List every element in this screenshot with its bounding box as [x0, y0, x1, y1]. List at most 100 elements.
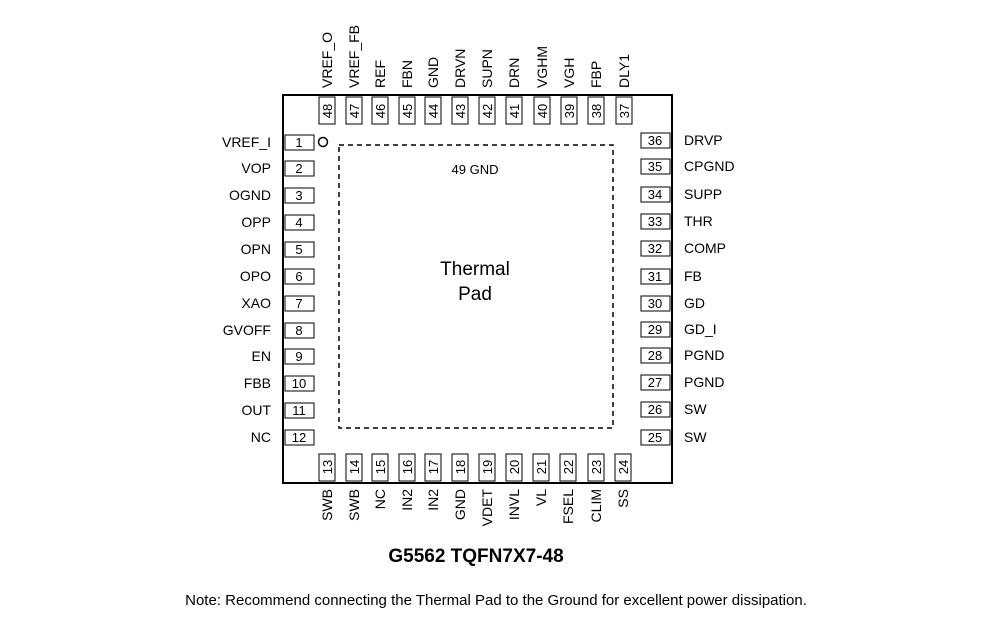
pin-box-37 [615, 96, 633, 125]
pins-left-group: 1VREF_I2VOP3OGND4OPP5OPN6OPO7XAO8GVOFF9E… [222, 134, 315, 446]
pin-box-22 [559, 453, 577, 482]
pin-box-9 [284, 348, 315, 365]
pin-box-35 [640, 158, 671, 175]
pin-label-38: FBP [588, 61, 604, 88]
pin-label-21: VL [533, 489, 549, 506]
pin-box-18 [451, 453, 469, 482]
pin-number-17: 17 [426, 460, 441, 474]
pin-number-32: 32 [648, 241, 662, 256]
pin-label-16: IN2 [399, 489, 415, 511]
thermal-pad-label-line1: Thermal [440, 259, 510, 280]
pin-label-40: VGHM [534, 46, 550, 88]
pin-label-12: NC [251, 429, 271, 445]
pin-box-25 [640, 429, 671, 446]
pins-bottom-group: 13SWB14SWB15NC16IN217IN218GND19VDET20INV… [318, 453, 632, 526]
pin-box-15 [371, 453, 389, 482]
pin-number-8: 8 [295, 323, 302, 338]
pin-label-28: PGND [684, 347, 724, 363]
pin-box-36 [640, 132, 671, 149]
thermal-pad-gnd-label: 49 GND [452, 162, 499, 177]
pin-box-14 [345, 453, 363, 482]
pin-box-1 [284, 134, 315, 151]
pin-number-4: 4 [295, 215, 302, 230]
pin-box-2 [284, 160, 315, 177]
thermal-pad-label-line2: Pad [458, 284, 492, 305]
pin-box-20 [505, 453, 523, 482]
pin-label-33: THR [684, 213, 713, 229]
pin-number-13: 13 [320, 460, 335, 474]
pin-label-17: IN2 [425, 489, 441, 511]
pin-label-43: DRVN [452, 49, 468, 88]
pin-number-7: 7 [295, 296, 302, 311]
pin-box-17 [424, 453, 442, 482]
pin-box-26 [640, 401, 671, 418]
pin-label-37: DLY1 [616, 54, 632, 88]
pin-box-47 [345, 96, 363, 125]
pin-box-30 [640, 295, 671, 312]
pin-label-34: SUPP [684, 186, 722, 202]
pin-label-9: EN [252, 348, 271, 364]
pin-box-12 [284, 429, 315, 446]
pin-number-40: 40 [535, 104, 550, 118]
pin-number-34: 34 [648, 187, 662, 202]
pin-label-15: NC [372, 489, 388, 509]
pin-box-28 [640, 347, 671, 364]
pin-box-38 [587, 96, 605, 125]
pin-box-7 [284, 295, 315, 312]
pin-number-19: 19 [480, 460, 495, 474]
pin-number-16: 16 [400, 460, 415, 474]
pin-label-24: SS [615, 489, 631, 508]
pin-box-5 [284, 241, 315, 258]
package-outline [282, 94, 673, 484]
pin-box-23 [587, 453, 605, 482]
pin-box-21 [532, 453, 550, 482]
pin-box-39 [560, 96, 578, 125]
pin-label-45: FBN [399, 60, 415, 88]
pin-box-43 [451, 96, 469, 125]
note-text: Note: Recommend connecting the Thermal P… [185, 592, 807, 609]
pin-box-6 [284, 268, 315, 285]
pin-label-44: GND [425, 57, 441, 88]
pin-label-36: DRVP [684, 132, 723, 148]
pin-box-16 [398, 453, 416, 482]
pin-box-46 [371, 96, 389, 125]
pin-number-36: 36 [648, 133, 662, 148]
pin-label-20: INVL [506, 489, 522, 520]
package-title: G5562 TQFN7X7-48 [388, 546, 563, 567]
pin-label-46: REF [372, 60, 388, 88]
pin-number-46: 46 [373, 104, 388, 118]
pin-label-27: PGND [684, 374, 724, 390]
pin-label-26: SW [684, 401, 707, 417]
pin-box-32 [640, 240, 671, 257]
pin-box-10 [284, 375, 315, 392]
pin-box-19 [478, 453, 496, 482]
pin-label-22: FSEL [560, 489, 576, 524]
thermal-pad-outline [338, 144, 614, 429]
pin-number-43: 43 [453, 104, 468, 118]
pin-number-12: 12 [292, 430, 306, 445]
pin-number-31: 31 [648, 269, 662, 284]
pin-box-13 [318, 453, 336, 482]
pin-number-47: 47 [347, 104, 362, 118]
pin-label-5: OPN [241, 241, 271, 257]
pin-label-42: SUPN [479, 49, 495, 88]
pin-box-34 [640, 186, 671, 203]
pin-label-13: SWB [319, 489, 335, 521]
pin-box-24 [614, 453, 632, 482]
pin-box-41 [505, 96, 523, 125]
pin-number-37: 37 [617, 104, 632, 118]
pins-top-group: 37DLY138FBP39VGH40VGHM41DRN42SUPN43DRVN4… [318, 25, 633, 125]
pin-number-25: 25 [648, 430, 662, 445]
pin-box-31 [640, 268, 671, 285]
pin-box-45 [398, 96, 416, 125]
pin-number-38: 38 [589, 104, 604, 118]
pin-number-24: 24 [616, 460, 631, 474]
pin-box-42 [478, 96, 496, 125]
pin-label-23: CLIM [588, 489, 604, 522]
pin-number-28: 28 [648, 348, 662, 363]
pin-box-29 [640, 321, 671, 338]
pin-box-44 [424, 96, 442, 125]
pin-label-7: XAO [241, 295, 271, 311]
pin-label-6: OPO [240, 268, 271, 284]
